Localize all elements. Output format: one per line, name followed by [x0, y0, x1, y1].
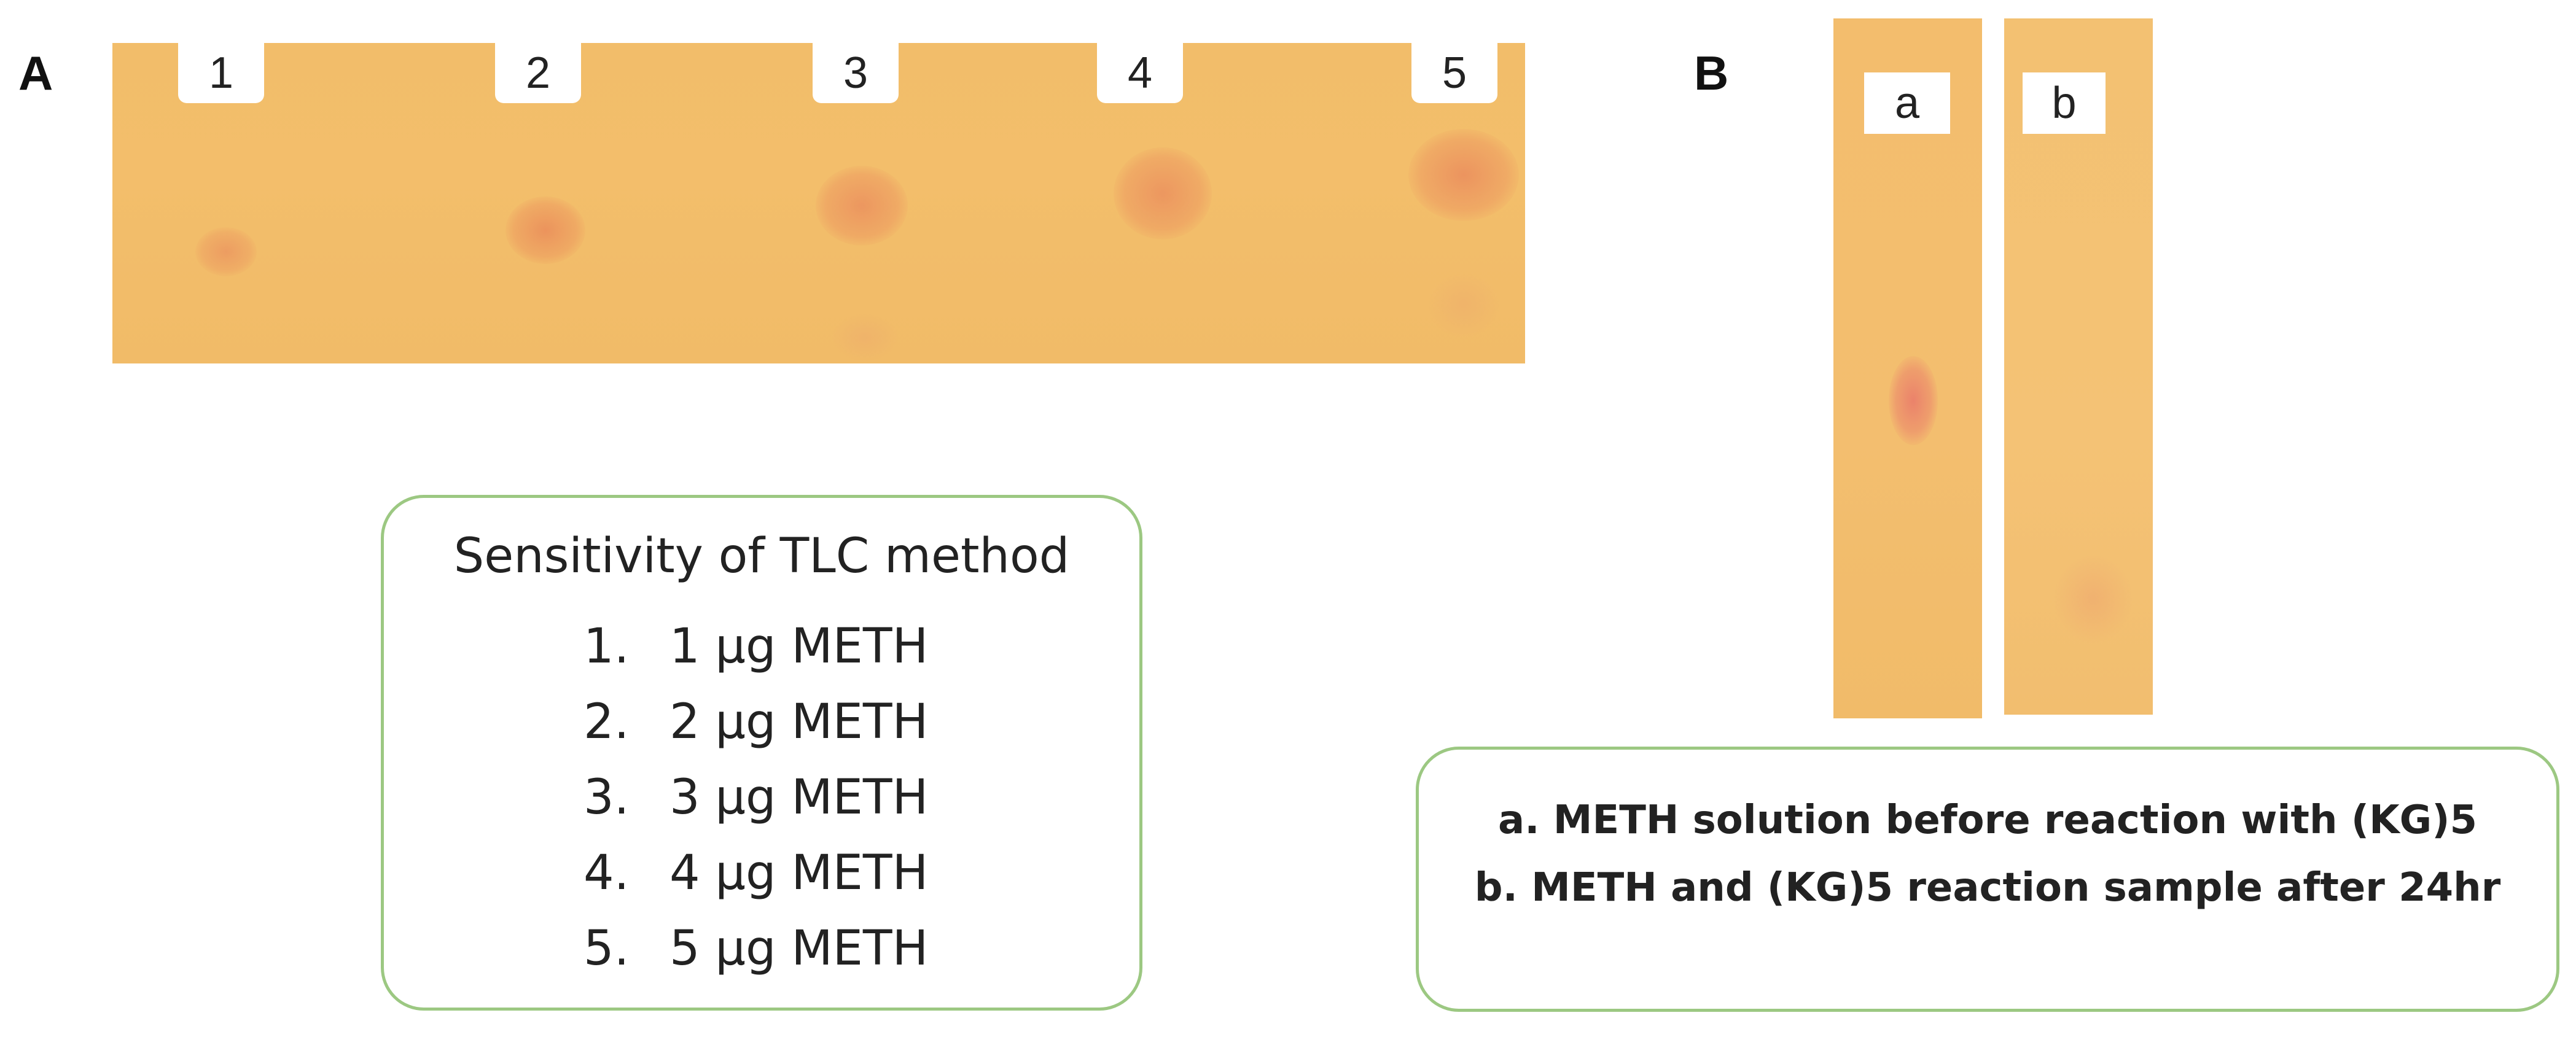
list-item: 2. 2 µg METH: [584, 684, 928, 759]
list-item-number: 2.: [584, 694, 630, 750]
strip-label-a: a: [1864, 72, 1950, 134]
list-item: 5. 5 µg METH: [584, 911, 928, 986]
list-item-number: 3.: [584, 769, 630, 825]
legend-sensitivity-list: 1. 1 µg METH 2. 2 µg METH 3. 3 µg METH 4. 4 …: [584, 608, 928, 986]
list-item-number: 1.: [584, 618, 630, 674]
legend-reaction-lines: a. METH solution before reaction with (K…: [1419, 786, 2556, 922]
list-item: 1. 1 µg METH: [584, 608, 928, 684]
tlc-spot-1: [195, 227, 257, 276]
tlc-faint-spot-3: [831, 313, 899, 362]
panel-a-letter: A: [18, 46, 53, 100]
tlc-strip-a: a: [1833, 18, 1982, 718]
legend-sensitivity-title: Sensitivity of TLC method: [453, 529, 1070, 584]
lane-label-5: 5: [1411, 43, 1497, 103]
panel-b-letter: B: [1694, 46, 1729, 100]
list-item-text: 1 µg METH: [669, 618, 929, 674]
legend-reaction-line-a: a. METH solution before reaction with (K…: [1498, 798, 2477, 843]
lane-label-2: 2: [495, 43, 581, 103]
tlc-spot-5: [1408, 129, 1519, 221]
list-item-text: 5 µg METH: [669, 920, 929, 976]
list-item: 3. 3 µg METH: [584, 759, 928, 835]
tlc-strip-a-spot: [1889, 356, 1938, 445]
list-item-number: 4.: [584, 845, 630, 901]
list-item-number: 5.: [584, 920, 630, 976]
lane-label-3: 3: [813, 43, 899, 103]
lane-label-4: 4: [1097, 43, 1183, 103]
lane-label-1: 1: [178, 43, 264, 103]
legend-sensitivity: Sensitivity of TLC method 1. 1 µg METH 2.…: [381, 495, 1142, 1011]
tlc-spot-3: [816, 166, 908, 246]
list-item-text: 3 µg METH: [669, 769, 929, 825]
tlc-faint-spot-5: [1427, 270, 1501, 338]
legend-reaction-line-b: b. METH and (KG)5 reaction sample after …: [1474, 865, 2501, 911]
tlc-plate-a: 1 2 3 4 5: [112, 43, 1525, 363]
list-item: 4. 4 µg METH: [584, 835, 928, 911]
strip-label-b: b: [2023, 72, 2106, 134]
legend-reaction: a. METH solution before reaction with (K…: [1416, 747, 2559, 1012]
tlc-spot-4: [1114, 147, 1212, 239]
tlc-strip-b: b: [2004, 18, 2153, 715]
tlc-spot-2: [505, 196, 585, 264]
tlc-strip-b-faint-spot: [2053, 553, 2133, 645]
list-item-text: 2 µg METH: [669, 694, 929, 750]
list-item-text: 4 µg METH: [669, 845, 929, 901]
